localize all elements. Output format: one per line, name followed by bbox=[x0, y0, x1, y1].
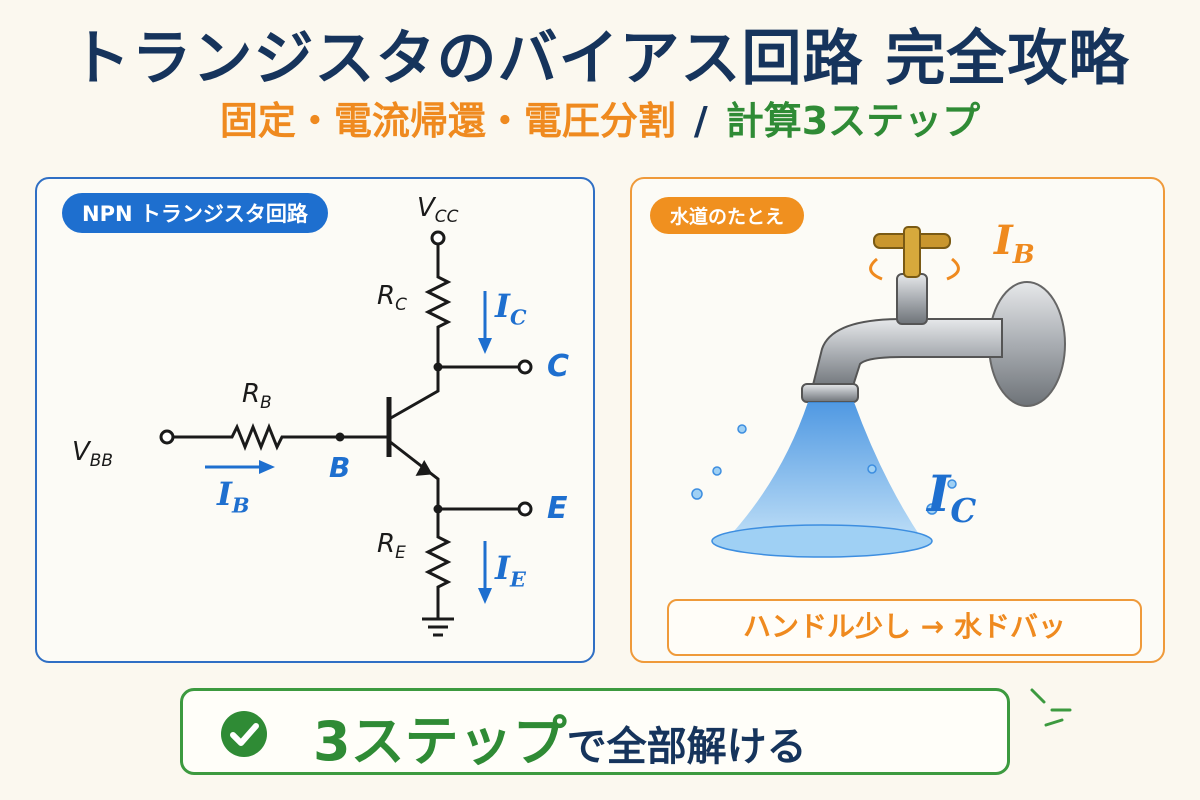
c-label: C bbox=[547, 349, 570, 384]
rotation-arrow-right bbox=[946, 257, 960, 281]
b-label: B bbox=[329, 451, 351, 484]
banner-rest: で全部解ける bbox=[566, 724, 807, 770]
b-node bbox=[335, 432, 345, 442]
circuit-panel: NPN トランジスタ回路 VCC RC IC C RB VBB B IB E R… bbox=[35, 177, 595, 663]
vbb-label: VBB bbox=[72, 437, 113, 471]
summary-banner: 3ステップで全部解ける bbox=[180, 688, 1010, 775]
faucet-illustration bbox=[691, 226, 1066, 558]
emitter-arrow bbox=[415, 460, 433, 476]
c-terminal bbox=[517, 359, 533, 375]
vcc-label: VCC bbox=[417, 193, 459, 227]
faucet-body bbox=[810, 318, 1003, 390]
analogy-panel: 水道のたとえ IB IC ハンドル少し → 水ドバッ bbox=[630, 177, 1165, 663]
sparkle-lines-icon bbox=[1030, 688, 1072, 727]
page-title: トランジスタのバイアス回路 完全攻略 bbox=[70, 24, 1130, 94]
rc-label: RC bbox=[377, 281, 407, 315]
banner-text: 3ステップで全部解ける bbox=[313, 697, 807, 776]
e-node bbox=[433, 504, 443, 514]
collector-wire bbox=[388, 244, 452, 421]
circuit-badge: NPN トランジスタ回路 bbox=[62, 193, 328, 233]
subtitle-methods: 固定・電流帰還・電圧分割 bbox=[219, 99, 676, 143]
c-node bbox=[433, 362, 443, 372]
e-label: E bbox=[547, 491, 568, 526]
ground-symbol bbox=[422, 617, 454, 637]
subtitle-separator: / bbox=[693, 99, 708, 143]
ib-faucet-label: IB bbox=[994, 217, 1035, 270]
subtitle: 固定・電流帰還・電圧分割 / 計算3ステップ bbox=[0, 90, 1200, 145]
re-label: RE bbox=[377, 529, 406, 563]
base-wire bbox=[173, 422, 389, 452]
emitter-wire bbox=[388, 439, 519, 619]
rotation-arrow-left bbox=[869, 257, 883, 281]
vcc-terminal bbox=[430, 230, 446, 246]
check-circle-icon bbox=[221, 711, 267, 757]
npn-circuit-diagram bbox=[159, 230, 533, 637]
vbb-terminal bbox=[159, 429, 175, 445]
faucet-stem bbox=[896, 273, 928, 325]
e-terminal bbox=[517, 501, 533, 517]
ie-label: IE bbox=[495, 549, 526, 592]
water-splash bbox=[691, 424, 957, 558]
rb-label: RB bbox=[242, 379, 272, 413]
spout-tip bbox=[801, 383, 859, 403]
banner-highlight: 3ステップ bbox=[313, 710, 567, 773]
water-stream bbox=[727, 402, 922, 549]
analogy-badge: 水道のたとえ bbox=[650, 197, 805, 234]
ic-label: IC bbox=[495, 287, 527, 330]
ib-label: IB bbox=[217, 475, 250, 518]
handle-icon bbox=[873, 226, 951, 278]
subtitle-steps: 計算3ステップ bbox=[725, 99, 981, 143]
analogy-caption: ハンドル少し → 水ドバッ bbox=[667, 599, 1142, 656]
ic-water-label: IC bbox=[927, 464, 977, 530]
